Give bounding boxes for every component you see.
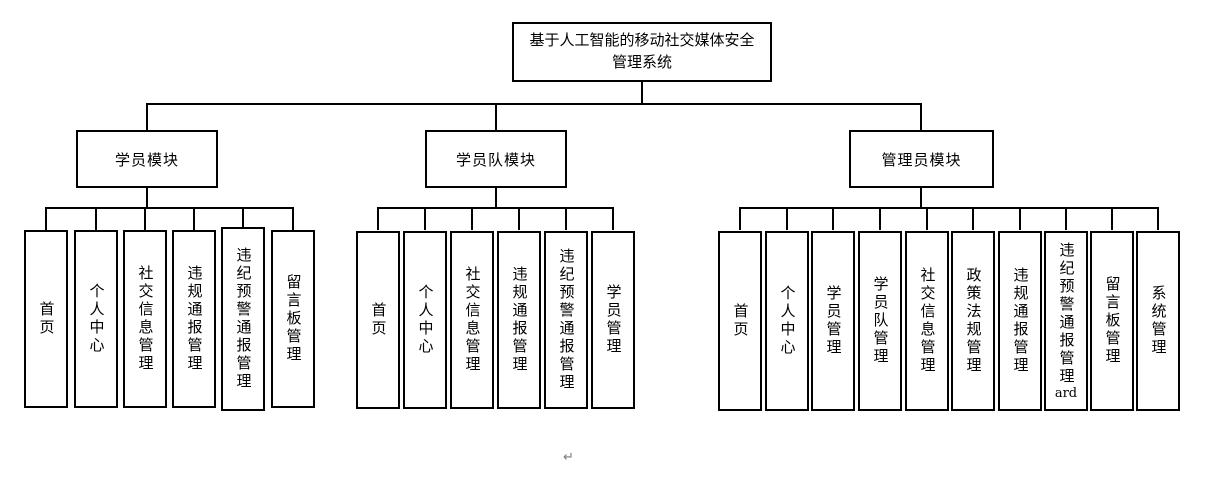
connector-line [146, 105, 148, 130]
connector-line [146, 188, 148, 207]
module-label: 管理员模块 [881, 150, 962, 169]
connector-line [45, 207, 294, 209]
module-label: 学员队模块 [455, 150, 536, 169]
leaf-label: 违规通报管理 [185, 265, 204, 373]
leaf-box: 政策法规管理 [951, 231, 995, 411]
leaf-label: 首页 [731, 303, 750, 339]
leaf-box: 个人中心 [403, 231, 447, 409]
leaf-label: 社交信息管理 [918, 267, 937, 375]
connector-line [612, 209, 614, 230]
connector-line [144, 209, 146, 230]
leaf-label: 违规通报管理 [1011, 267, 1030, 375]
connector-line [518, 209, 520, 230]
leaf-label: 首页 [369, 302, 388, 338]
leaf-box: 违规通报管理 [172, 230, 216, 408]
leaf-box: 违纪预警通报管理 [221, 227, 265, 411]
connector-line [1111, 209, 1113, 230]
connector-line [242, 209, 244, 230]
connector-line [193, 209, 195, 230]
leaf-label: 系统管理 [1149, 285, 1168, 357]
leaf-box: 留言板管理 [271, 230, 315, 408]
connector-line [832, 209, 834, 230]
connector-line [1157, 209, 1159, 230]
leaf-label: 首页 [37, 301, 56, 337]
connector-line [1019, 209, 1021, 230]
connector-line [95, 209, 97, 230]
leaf-label: 学员队管理 [871, 276, 890, 366]
connector-line [920, 105, 922, 130]
leaf-suffix-text: ard [1054, 386, 1078, 401]
node-student-module: 学员模块 [76, 130, 218, 188]
leaf-label: 个人中心 [87, 283, 106, 355]
node-root-system: 基于人工智能的移动社交媒体安全 管理系统 [512, 22, 772, 82]
leaf-box: 社交信息管理 [905, 231, 949, 411]
connector-line [424, 209, 426, 230]
leaf-box: 违纪预警通报管理 [544, 231, 588, 409]
leaf-box: 违规通报管理 [998, 231, 1042, 411]
leaf-box: 个人中心 [765, 231, 809, 411]
leaf-box: 首页 [718, 231, 762, 411]
leaf-box: 留言板管理 [1090, 231, 1134, 411]
leaf-box: 社交信息管理 [450, 231, 494, 409]
root-title-line-2: 管理系统 [611, 53, 672, 71]
connector-line [377, 209, 379, 230]
leaf-box: 社交信息管理 [123, 230, 167, 408]
leaf-box: 学员管理 [811, 231, 855, 411]
connector-line [292, 209, 294, 230]
connector-line [45, 209, 47, 230]
node-student-team-module: 学员队模块 [425, 130, 567, 188]
leaf-box: 首页 [24, 230, 68, 408]
leaf-box: 首页 [356, 231, 400, 409]
connector-line [920, 188, 922, 207]
leaf-label: 违规通报管理 [510, 266, 529, 374]
connector-line [495, 188, 497, 207]
leaf-label: 留言板管理 [1103, 276, 1122, 366]
leaf-label: 社交信息管理 [463, 266, 482, 374]
leaf-box: 个人中心 [74, 230, 118, 408]
connector-line [926, 209, 928, 230]
connector-line [1065, 209, 1067, 230]
paragraph-return-mark: ↵ [563, 450, 574, 465]
leaf-box: 学员管理 [591, 231, 635, 409]
connector-line [471, 209, 473, 230]
leaf-label: 个人中心 [416, 284, 435, 356]
leaf-box: 违规通报管理 [497, 231, 541, 409]
leaf-label: 留言板管理 [284, 274, 303, 364]
leaf-label: 社交信息管理 [136, 265, 155, 373]
connector-line [495, 105, 497, 130]
connector-line [377, 207, 614, 209]
connector-line [972, 209, 974, 230]
node-admin-module: 管理员模块 [849, 130, 994, 188]
connector-line [739, 207, 1159, 209]
connector-line [739, 209, 741, 230]
leaf-label: 政策法规管理 [964, 267, 983, 375]
leaf-label: 学员管理 [824, 285, 843, 357]
connector-line [641, 82, 643, 103]
module-label: 学员模块 [114, 150, 179, 169]
connector-line [786, 209, 788, 230]
connector-line [565, 209, 567, 230]
leaf-label: 个人中心 [778, 285, 797, 357]
leaf-label: 违纪预警通报管理 [1057, 242, 1076, 386]
connector-line [146, 103, 922, 105]
leaf-label: 违纪预警通报管理 [234, 247, 253, 391]
leaf-box: 系统管理 [1136, 231, 1180, 411]
leaf-label: 学员管理 [604, 284, 623, 356]
connector-line [879, 209, 881, 230]
leaf-box: 违纪预警通报管理 ard [1044, 231, 1088, 411]
root-title: 基于人工智能的移动社交媒体安全 管理系统 [529, 30, 754, 74]
leaf-box: 学员队管理 [858, 231, 902, 411]
leaf-label: 违纪预警通报管理 [557, 248, 576, 392]
root-title-line-1: 基于人工智能的移动社交媒体安全 [529, 31, 755, 50]
